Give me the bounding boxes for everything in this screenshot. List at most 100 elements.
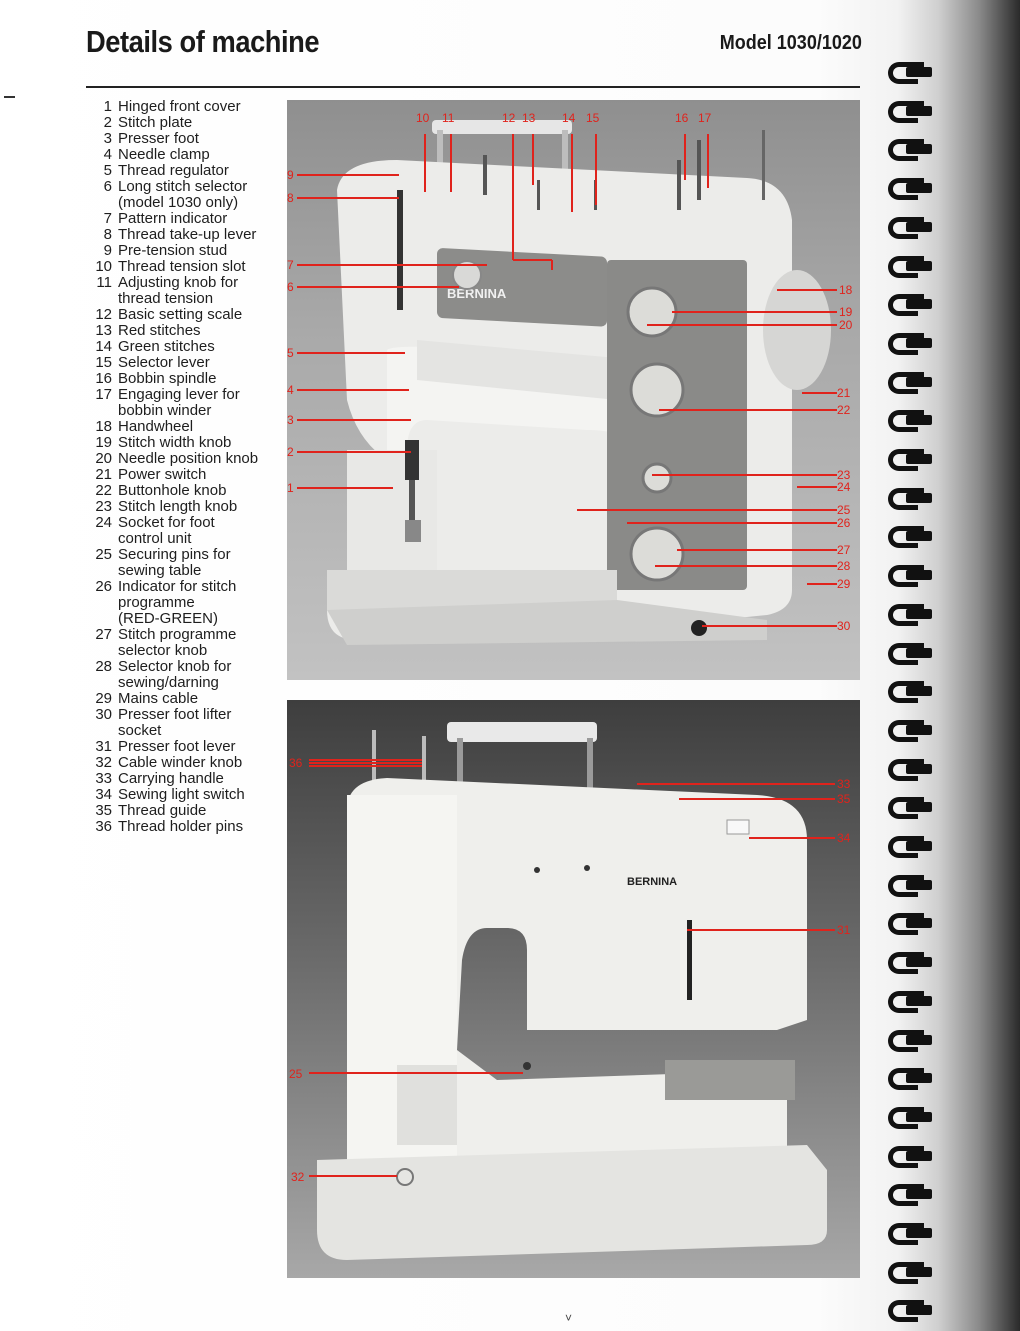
- binding-ring: [888, 952, 936, 975]
- part-label: Red stitches: [118, 322, 201, 339]
- part-number: 36: [95, 818, 112, 835]
- binding-ring: [888, 487, 936, 510]
- back-brand-text: BERNINA: [627, 876, 677, 888]
- callout-number: 6: [287, 280, 294, 294]
- part-number: 9: [103, 242, 112, 259]
- part-list-item: control unit: [86, 531, 286, 547]
- part-label: Bobbin spindle: [118, 370, 217, 387]
- part-number: 18: [95, 418, 112, 435]
- callout-number: 13: [522, 111, 536, 125]
- part-label: (model 1030 only): [118, 194, 239, 211]
- callout-number: 2: [287, 445, 294, 459]
- callout-number: 1: [287, 481, 294, 495]
- callout-number: 31: [837, 923, 851, 937]
- callout-number: 29: [837, 577, 851, 591]
- part-list-item: 33 Carrying handle: [86, 771, 286, 787]
- binding-ring: [888, 913, 936, 936]
- part-number: [86, 403, 118, 419]
- page-title: Details of machine: [86, 24, 320, 59]
- binding-ring: [888, 565, 936, 588]
- callout-number: 16: [675, 111, 689, 125]
- part-label: Power switch: [118, 466, 207, 483]
- callout-number: 22: [837, 403, 851, 417]
- callout-number: 9: [287, 168, 294, 182]
- part-label: (RED-GREEN): [118, 610, 218, 627]
- binding-ring: [888, 681, 936, 704]
- callout-number: 14: [562, 111, 576, 125]
- part-list-item: 30 Presser foot lifter: [86, 707, 286, 723]
- callout-number: 3: [287, 413, 294, 427]
- part-number: 15: [95, 354, 112, 371]
- callout-number: 23: [837, 468, 851, 482]
- callout-number: 25: [837, 503, 851, 517]
- part-label: Presser foot lifter: [118, 706, 232, 723]
- part-label: Thread tension slot: [118, 258, 246, 275]
- binding-ring: [888, 178, 936, 201]
- binding-ring: [888, 1223, 936, 1245]
- part-number: [86, 531, 118, 547]
- part-label: socket: [118, 722, 162, 739]
- part-number: [86, 595, 118, 611]
- part-number: 2: [103, 114, 112, 131]
- part-label: Mains cable: [118, 690, 199, 707]
- part-label: Handwheel: [118, 418, 194, 435]
- part-number: 1: [103, 98, 112, 115]
- part-label: Carrying handle: [118, 770, 224, 787]
- part-list-item: (model 1030 only): [86, 195, 286, 211]
- part-number: 19: [95, 434, 112, 451]
- binding-ring: [888, 62, 936, 84]
- callout-number: 8: [287, 191, 294, 205]
- part-number: 30: [95, 706, 112, 723]
- part-number: 13: [95, 322, 112, 339]
- part-label: Socket for foot: [118, 514, 215, 531]
- part-list-item: thread tension: [86, 291, 286, 307]
- binding-ring: [888, 1106, 936, 1129]
- callout-number: 7: [287, 258, 294, 272]
- part-label: Sewing light switch: [118, 786, 245, 803]
- part-number: [86, 611, 118, 627]
- margin-dash: [4, 96, 15, 98]
- callout-number: 20: [839, 318, 853, 332]
- part-label: Selector lever: [118, 354, 210, 371]
- callout-number: 10: [416, 111, 430, 125]
- binding-ring: [888, 371, 936, 394]
- model-label: Model 1030/1020: [719, 32, 862, 54]
- binding-ring: [888, 603, 936, 626]
- callout-number: 15: [586, 111, 600, 125]
- part-label: Basic setting scale: [118, 306, 243, 323]
- callout-number: 27: [837, 543, 851, 557]
- part-list-item: sewing/darning: [86, 675, 286, 691]
- part-number: 5: [103, 162, 112, 179]
- callout-number: 25: [289, 1067, 303, 1081]
- part-number: 29: [95, 690, 112, 707]
- part-list-item: programme: [86, 595, 286, 611]
- part-label: Thread regulator: [118, 162, 229, 179]
- part-list-item: bobbin winder: [86, 403, 286, 419]
- callout-number: 12: [502, 111, 516, 125]
- part-number: 4: [103, 146, 112, 163]
- part-number: 33: [95, 770, 112, 787]
- part-number: [86, 291, 118, 307]
- part-number: [86, 563, 118, 579]
